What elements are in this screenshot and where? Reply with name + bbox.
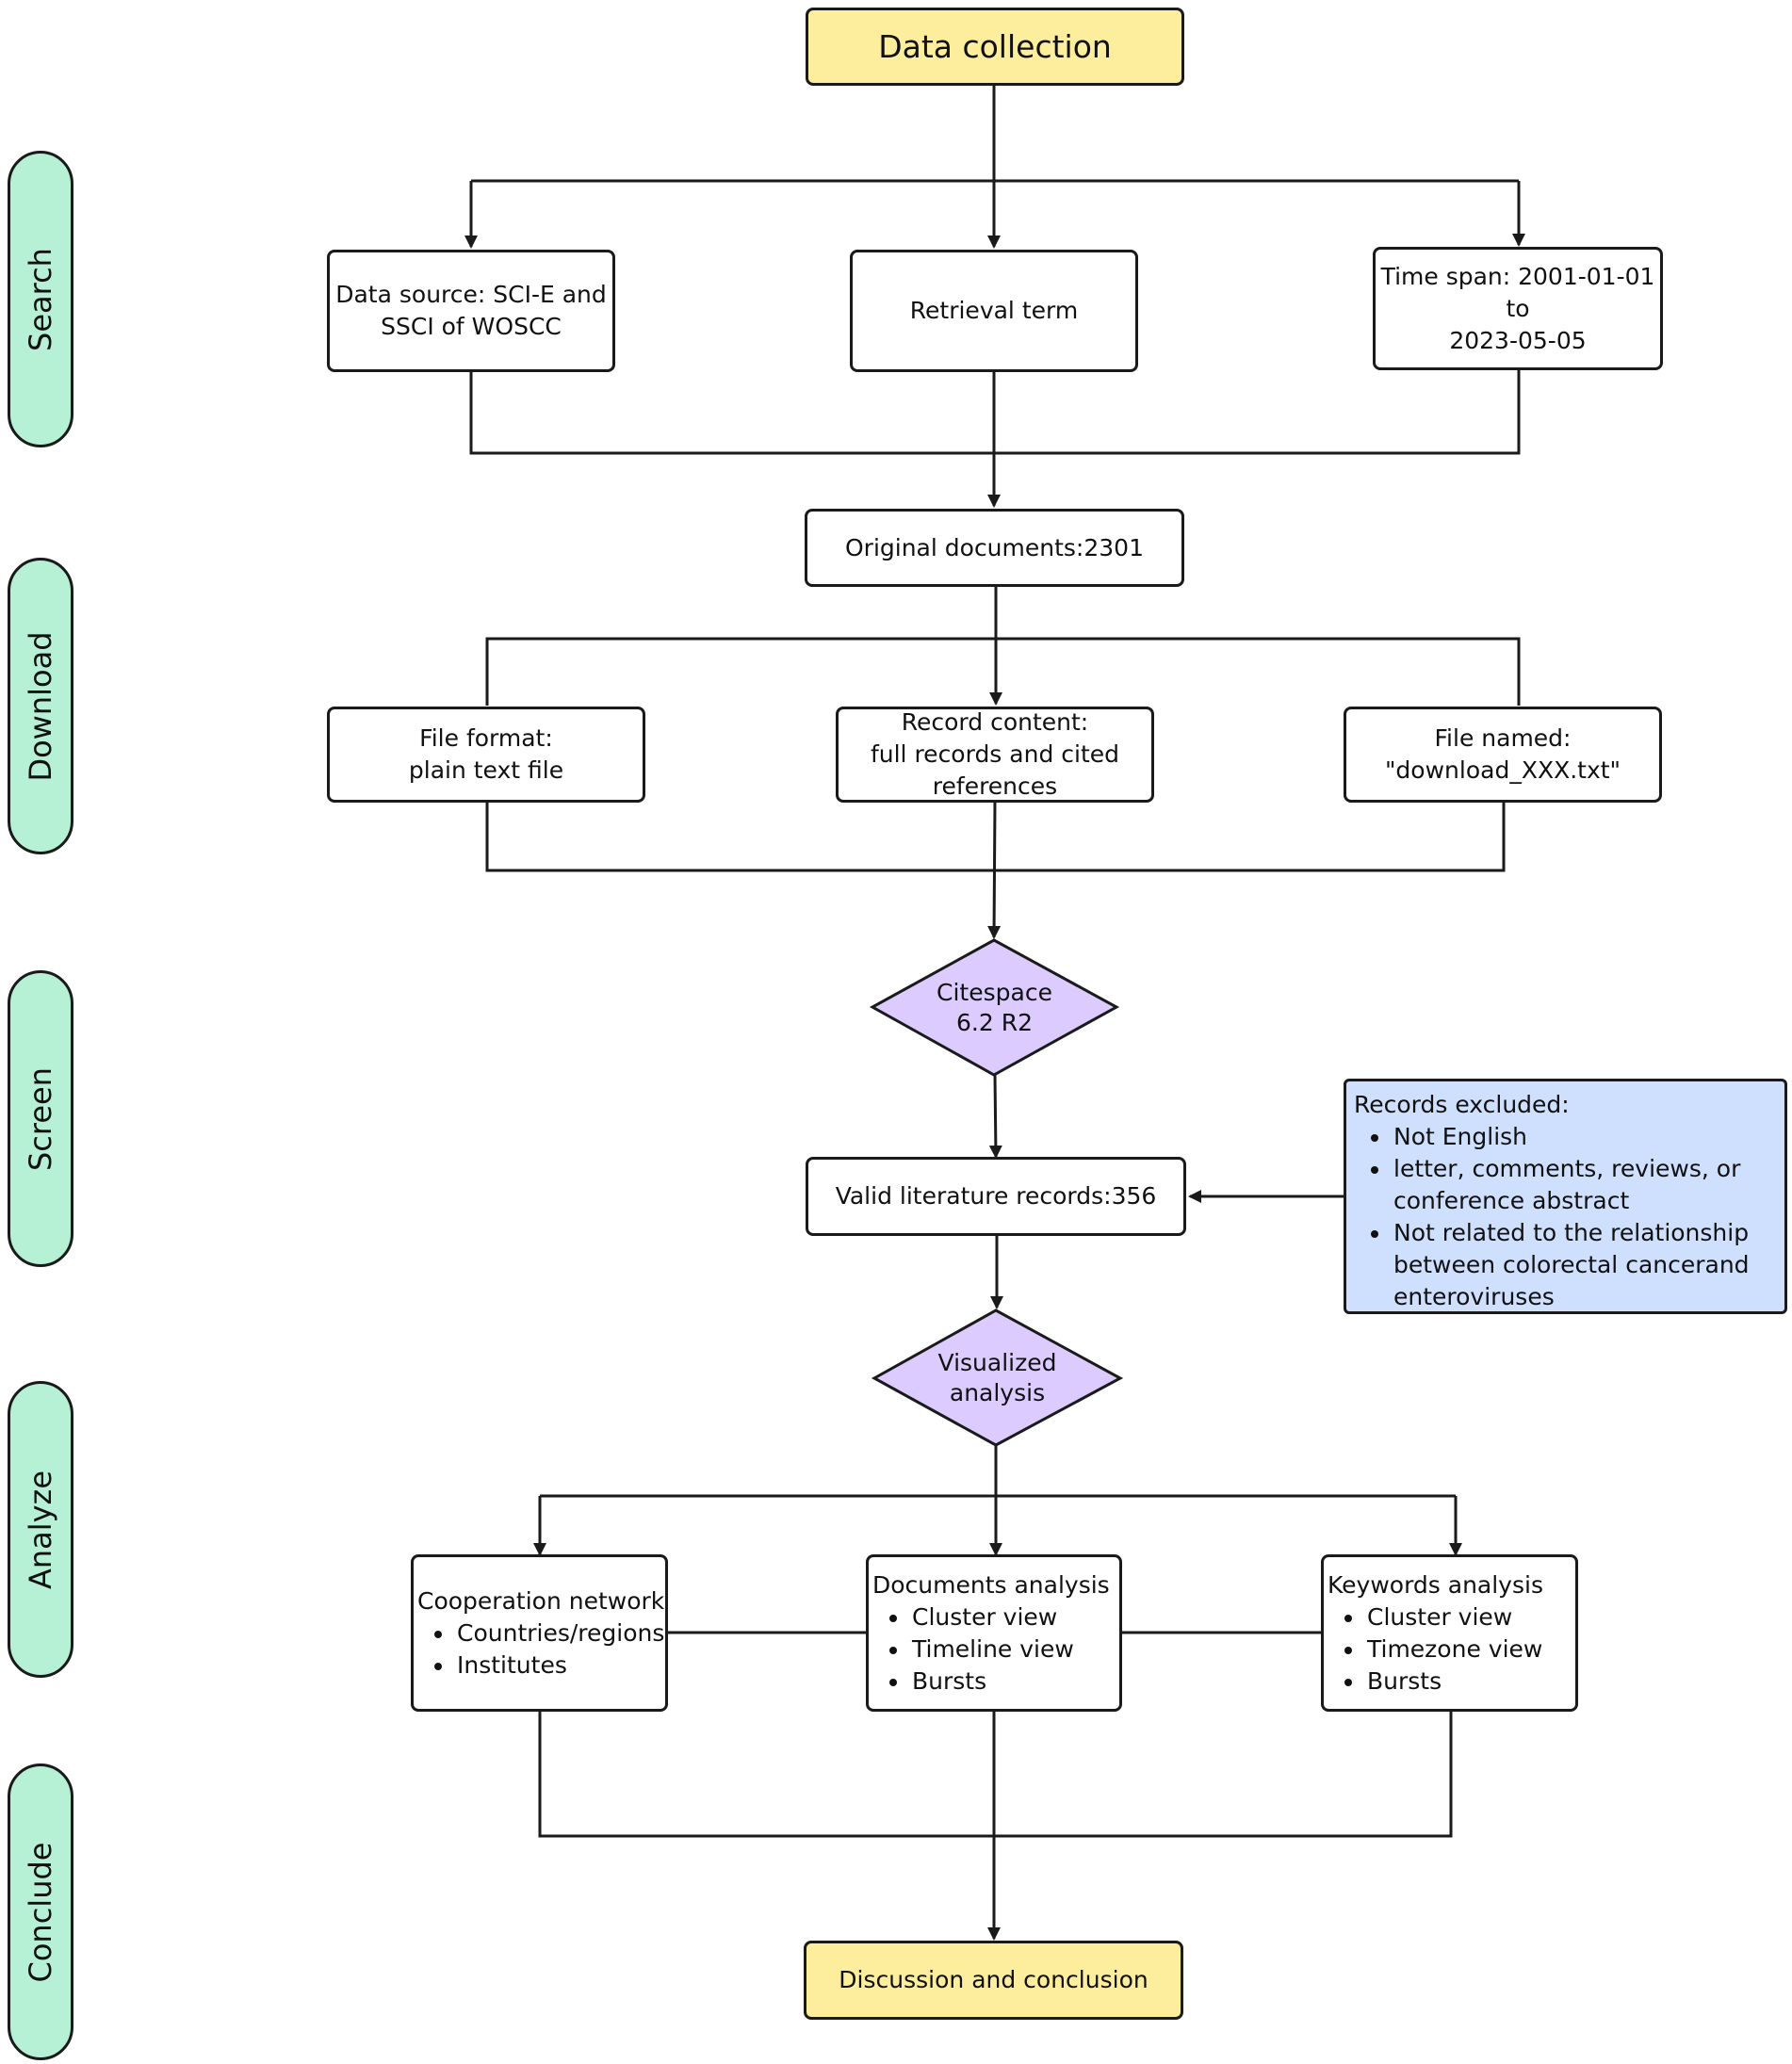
node-label: Discussion and conclusion bbox=[839, 1966, 1149, 1993]
exclusion-title: Records excluded: bbox=[1354, 1091, 1570, 1118]
visualized-analysis-label: Visualized analysis bbox=[874, 1310, 1120, 1445]
stage-label: Search bbox=[23, 247, 58, 351]
analysis-list: Cluster view Timeline view Bursts bbox=[872, 1601, 1119, 1698]
citespace-diamond bbox=[869, 938, 1120, 1077]
stage-label: Conclude bbox=[23, 1842, 58, 1982]
keywords-analysis-box: Keywords analysis Cluster view Timezone … bbox=[1321, 1554, 1578, 1712]
node-label: Original documents:2301 bbox=[845, 533, 1144, 561]
node-label: Retrieval term bbox=[909, 297, 1079, 324]
node-label: Citespace 6.2 R2 bbox=[937, 978, 1052, 1036]
original-documents-box: Original documents:2301 bbox=[805, 509, 1184, 587]
retrieval-term-box: Retrieval term bbox=[850, 250, 1138, 372]
citespace-label: Citespace 6.2 R2 bbox=[872, 940, 1116, 1075]
exclusion-item: letter, comments, reviews, or conference… bbox=[1392, 1153, 1775, 1217]
stage-download: Download bbox=[8, 558, 73, 854]
connector-download-branch bbox=[485, 637, 1521, 706]
analysis-item: Bursts bbox=[1365, 1666, 1575, 1698]
stage-analyze: Analyze bbox=[8, 1381, 73, 1678]
analysis-title: Documents analysis bbox=[872, 1570, 1110, 1599]
analysis-title: Keywords analysis bbox=[1328, 1570, 1543, 1599]
discussion-conclusion-box: Discussion and conclusion bbox=[804, 1941, 1183, 2020]
documents-analysis-box: Documents analysis Cluster view Timeline… bbox=[866, 1554, 1122, 1712]
analysis-item: Timeline view bbox=[910, 1633, 1119, 1666]
analysis-item: Bursts bbox=[910, 1666, 1119, 1698]
connector-to-valid-records bbox=[988, 1074, 1002, 1159]
data-collection-box: Data collection bbox=[806, 8, 1184, 86]
analysis-item: Cluster view bbox=[910, 1601, 1119, 1633]
stage-label: Analyze bbox=[23, 1470, 58, 1589]
analysis-item: Countries/regions bbox=[455, 1617, 665, 1650]
exclusion-item: Not related to the relationship between … bbox=[1392, 1217, 1775, 1313]
stage-screen: Screen bbox=[8, 970, 73, 1267]
exclusion-item: Not English bbox=[1392, 1121, 1775, 1153]
analysis-item: Timezone view bbox=[1365, 1633, 1575, 1666]
node-label: File named: "download_XXX.txt" bbox=[1384, 724, 1621, 784]
records-excluded-box: Records excluded: Not English letter, co… bbox=[1344, 1079, 1787, 1314]
stage-conclude: Conclude bbox=[8, 1763, 73, 2060]
file-format-box: File format: plain text file bbox=[327, 707, 645, 803]
file-named-box: File named: "download_XXX.txt" bbox=[1344, 707, 1662, 803]
stage-label: Download bbox=[23, 630, 58, 782]
time-span-box: Time span: 2001-01-01 to 2023-05-05 bbox=[1373, 247, 1663, 370]
analysis-list: Cluster view Timezone view Bursts bbox=[1328, 1601, 1575, 1698]
node-label: Visualized analysis bbox=[937, 1348, 1057, 1406]
stage-search: Search bbox=[8, 151, 73, 447]
visualized-analysis-diamond bbox=[871, 1308, 1124, 1447]
connector-to-citespace bbox=[987, 801, 1002, 939]
valid-records-box: Valid literature records:356 bbox=[806, 1157, 1186, 1236]
node-label: Data source: SCI-E and SSCI of WOSCC bbox=[335, 281, 607, 340]
node-label: Valid literature records:356 bbox=[835, 1182, 1157, 1210]
analysis-item: Institutes bbox=[455, 1650, 665, 1682]
node-label: Data collection bbox=[878, 27, 1112, 65]
analysis-title: Cooperation network bbox=[417, 1586, 665, 1615]
stage-label: Screen bbox=[23, 1066, 58, 1171]
cooperation-network-box: Cooperation network Countries/regions In… bbox=[411, 1554, 668, 1712]
exclusion-list: Not English letter, comments, reviews, o… bbox=[1354, 1121, 1775, 1313]
analysis-list: Countries/regions Institutes bbox=[417, 1617, 665, 1682]
record-content-box: Record content: full records and cited r… bbox=[836, 707, 1154, 803]
node-label: Record content: full records and cited r… bbox=[870, 708, 1120, 800]
analysis-item: Cluster view bbox=[1365, 1601, 1575, 1633]
node-label: File format: plain text file bbox=[408, 724, 564, 784]
node-label: Time span: 2001-01-01 to 2023-05-05 bbox=[1380, 262, 1655, 354]
data-source-box: Data source: SCI-E and SSCI of WOSCC bbox=[327, 250, 615, 372]
